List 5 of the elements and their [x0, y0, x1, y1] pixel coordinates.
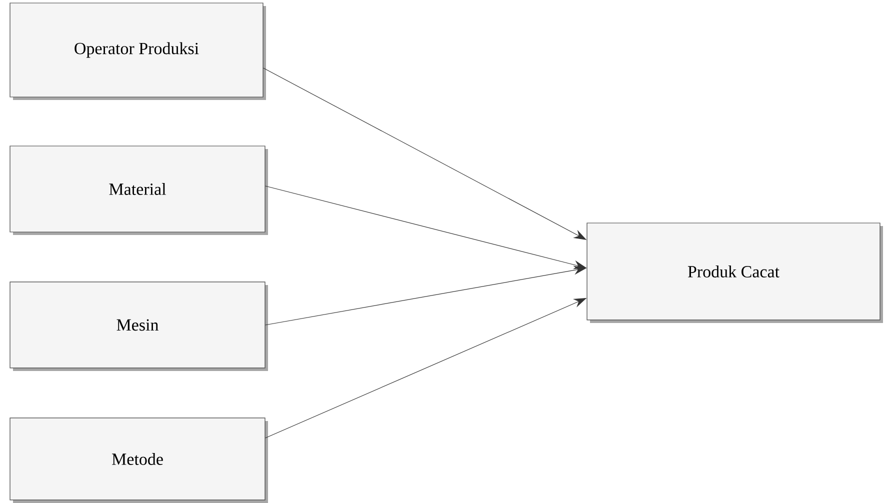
process-box: Mesin	[10, 282, 268, 371]
process-box: Metode	[10, 418, 268, 503]
process-box: Operator Produksi	[10, 2, 266, 100]
process-box: Material	[10, 146, 268, 235]
process-box: Produk Cacat	[586, 222, 883, 323]
